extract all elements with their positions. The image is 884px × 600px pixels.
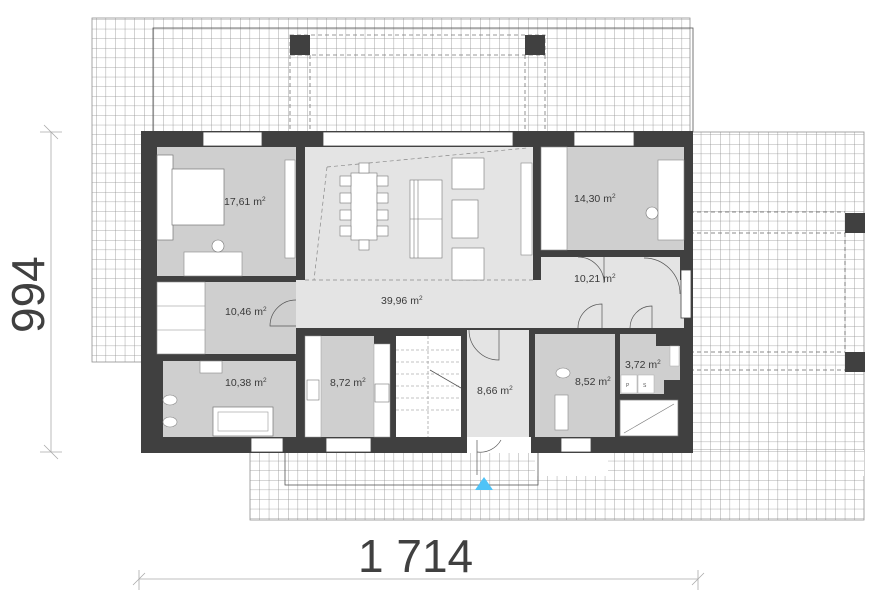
dining-table — [339, 162, 389, 251]
washer — [620, 374, 638, 394]
area-label-bedroom-2: 14,30 m2 — [574, 193, 616, 205]
desk-bedroom-1 — [183, 251, 243, 277]
dimension-height — [40, 124, 62, 460]
doors — [269, 256, 681, 475]
boiler — [669, 345, 680, 367]
dryer-label: S — [643, 383, 647, 389]
bidet — [162, 416, 178, 428]
dimension-height-label: 994 — [2, 256, 54, 333]
room-hallway-floor — [541, 257, 680, 328]
area-label-bedroom-1: 17,61 m2 — [224, 196, 266, 208]
area-label-kitchen: 8,72 m2 — [330, 377, 366, 389]
area-label-living: 39,96 m2 — [381, 295, 423, 307]
kitchen-sink — [306, 379, 320, 401]
stair-steps — [396, 336, 461, 437]
column — [845, 213, 865, 233]
dryer — [637, 374, 655, 394]
toilet — [555, 367, 571, 379]
area-label-vestibule: 8,66 m2 — [477, 385, 513, 397]
column — [290, 35, 310, 55]
desk-bedroom-2 — [657, 159, 685, 241]
windows — [202, 131, 692, 453]
room-wc-floor — [535, 334, 615, 437]
tv-cabinet — [520, 162, 533, 256]
vanity — [554, 394, 569, 431]
column — [525, 35, 545, 55]
entrance-arrow-icon — [475, 477, 493, 490]
toilet — [162, 394, 178, 406]
sofa-set — [409, 157, 485, 281]
area-label-laundry: 3,72 m2 — [625, 359, 661, 371]
room-vestibule-floor — [467, 330, 529, 437]
dimension-width-label: 1 714 — [358, 530, 473, 582]
washer-label: P — [626, 383, 630, 389]
area-label-wc: 8,52 m2 — [575, 376, 611, 388]
wardrobe-bedroom-1 — [284, 159, 296, 259]
dimension-width — [132, 570, 705, 590]
sink — [199, 360, 223, 374]
column — [845, 352, 865, 372]
area-label-wardrobe: 10,46 m2 — [225, 306, 267, 318]
entrance-opening — [467, 437, 531, 453]
bathtub — [212, 406, 274, 437]
wardrobe-bedroom-2 — [540, 146, 568, 251]
area-label-hallway: 10,21 m2 — [574, 273, 616, 285]
interior-walls — [157, 147, 684, 437]
cooktop — [374, 383, 390, 403]
chair — [645, 206, 659, 220]
closet-shelves — [156, 281, 206, 355]
terrace-east — [689, 131, 865, 453]
terrace-south — [249, 449, 865, 521]
area-label-bathroom: 10,38 m2 — [225, 377, 267, 389]
bed-double — [156, 154, 225, 241]
staircase — [396, 336, 461, 437]
chair — [211, 239, 225, 253]
